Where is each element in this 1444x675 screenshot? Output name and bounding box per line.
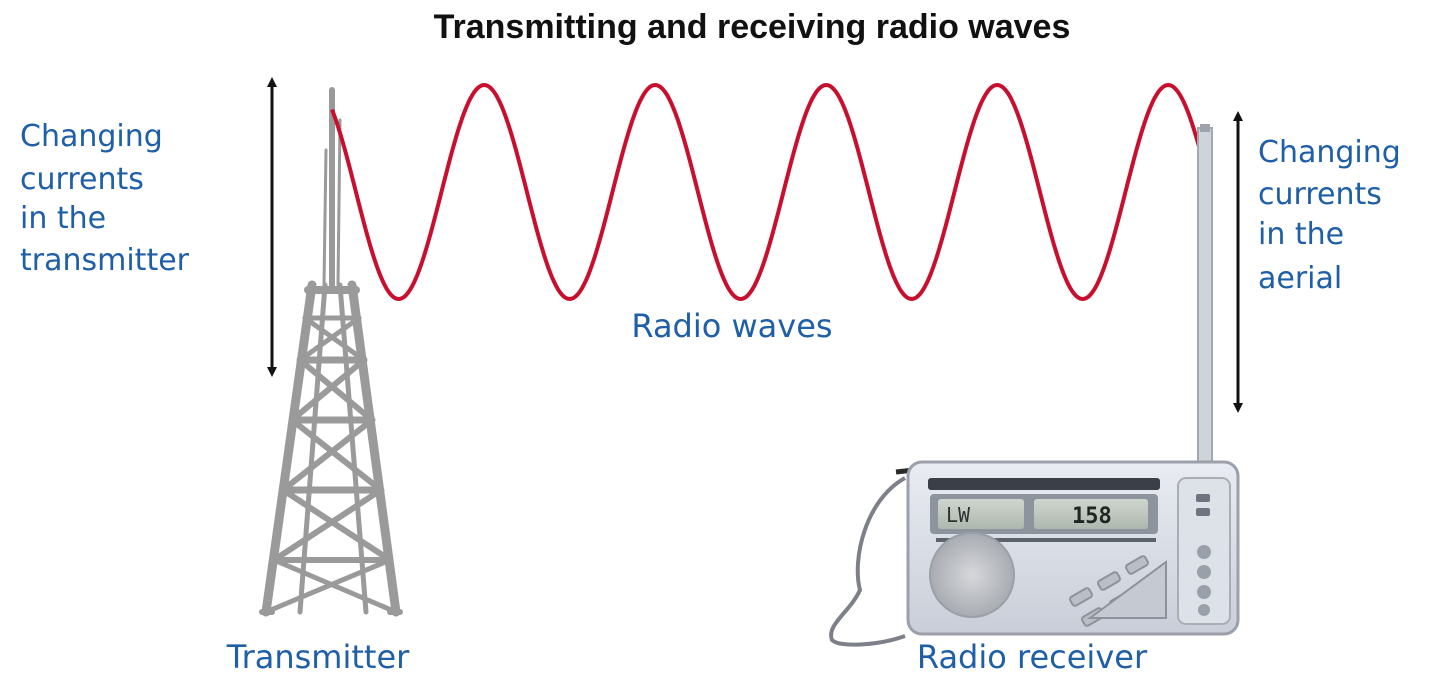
display-underline (936, 538, 1156, 542)
tuning-panel (1086, 560, 1167, 619)
transmitter-current-label: Changing currents in the transmitter (20, 119, 190, 278)
side-button (1197, 565, 1211, 579)
display-left-screen (938, 499, 1024, 529)
label-line: aerial (1258, 261, 1342, 296)
label-line: in the (1258, 217, 1344, 252)
label-line: Changing (20, 119, 163, 154)
receiver-caption: Radio receiver (917, 638, 1148, 675)
portable-radio-icon: LW 158 (829, 124, 1240, 647)
radio-waves-label: Radio waves (631, 307, 832, 345)
transmission-tower-icon (259, 87, 403, 617)
aerial-tip (1200, 124, 1210, 132)
side-button (1197, 545, 1211, 559)
aerial-rod (1197, 127, 1213, 465)
display-right-screen (1034, 499, 1148, 529)
side-button (1198, 604, 1210, 616)
label-line: currents (20, 162, 144, 197)
transmitter-caption: Transmitter (226, 638, 410, 675)
side-button (1197, 585, 1211, 599)
speaker-grille (929, 532, 1015, 618)
radio-top-strip (928, 478, 1160, 490)
label-line: in the (20, 201, 106, 236)
label-line: Changing (1258, 135, 1401, 170)
label-line: currents (1258, 177, 1382, 212)
radio-strap (829, 476, 906, 647)
display-left-readout: LW (946, 503, 971, 527)
aerial-current-label: Changing currents in the aerial (1258, 135, 1401, 296)
display-right-readout: 158 (1072, 504, 1112, 529)
side-switch (1196, 508, 1210, 516)
side-switch (1196, 494, 1210, 502)
radio-wave-line (330, 82, 1204, 302)
label-line: transmitter (20, 243, 190, 278)
diagram-title: Transmitting and receiving radio waves (434, 8, 1071, 46)
